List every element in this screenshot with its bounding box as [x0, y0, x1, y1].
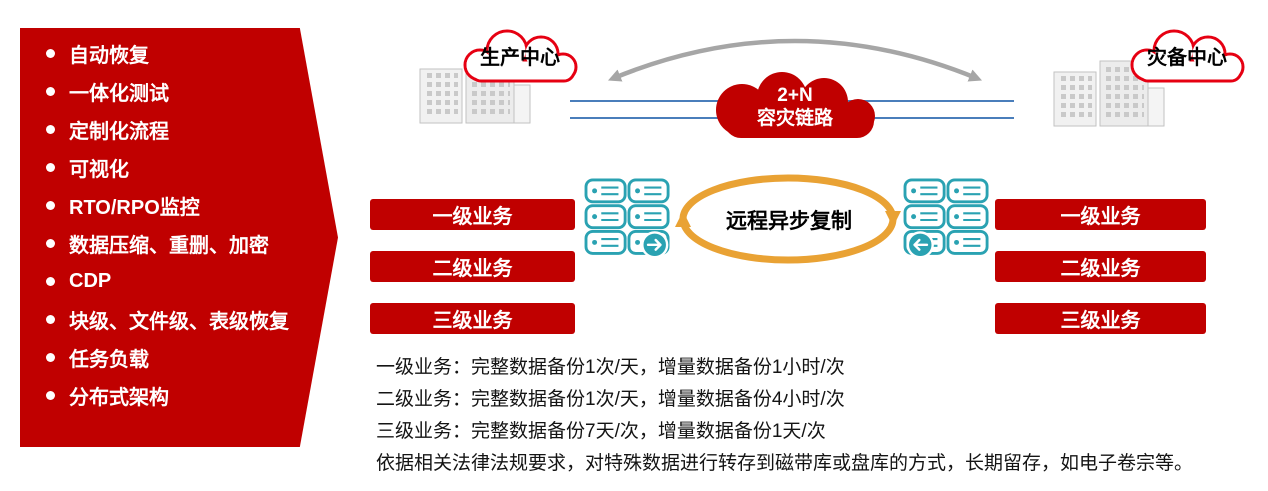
- disaster-site: 灾备中心: [1122, 24, 1252, 86]
- business-tier-chip-right-2: 二级业务: [995, 251, 1206, 282]
- bullet-icon: [46, 352, 55, 362]
- disaster-site-label: 灾备中心: [1147, 47, 1227, 69]
- feature-panel: 自动恢复 一体化测试 定制化流程 可视化 RTO/RPO监控 数据压缩、重删、加…: [20, 28, 338, 447]
- feature-item-label: RTO/RPO监控: [69, 196, 200, 219]
- feature-item-label: 数据压缩、重删、加密: [69, 234, 269, 257]
- bullet-icon: [46, 86, 55, 96]
- production-site-label: 生产中心: [480, 47, 560, 69]
- feature-item-label: CDP: [69, 269, 112, 292]
- server-stack-icon: [903, 178, 989, 259]
- business-tier-chip-left-2: 二级业务: [370, 251, 575, 282]
- feature-item: 可视化: [46, 148, 338, 186]
- business-tier-chip-left-3: 三级业务: [370, 303, 575, 334]
- cloud-icon: [463, 29, 578, 83]
- feature-item: 任务负载: [46, 338, 338, 376]
- bullet-icon: [46, 48, 55, 58]
- link-cloud-label: 2+N 容灾链路: [700, 70, 890, 144]
- bullet-icon: [46, 390, 55, 400]
- feature-item: 分布式架构: [46, 376, 338, 414]
- feature-item: 数据压缩、重删、加密: [46, 224, 338, 262]
- link-cloud-line2: 容灾链路: [756, 108, 833, 129]
- feature-item: RTO/RPO监控: [46, 186, 338, 224]
- bullet-icon: [46, 162, 55, 172]
- note-line: 三级业务：完整数据备份7天/次，增量数据备份1天/次: [376, 421, 826, 442]
- bullet-icon: [46, 238, 55, 248]
- server-stack-icon: [584, 178, 670, 259]
- bullet-icon: [46, 200, 55, 210]
- note-line: 一级业务：完整数据备份1次/天，增量数据备份1小时/次: [376, 357, 845, 378]
- business-tier-chip-left-1: 一级业务: [370, 199, 575, 230]
- feature-item: 一体化测试: [46, 72, 338, 110]
- feature-item-label: 自动恢复: [69, 44, 149, 67]
- cloud-icon: [1130, 29, 1245, 83]
- feature-item-label: 定制化流程: [69, 120, 169, 143]
- feature-item: 块级、文件级、表级恢复: [46, 300, 338, 338]
- note-line: 依据相关法律法规要求，对特殊数据进行转存到磁带库或盘库的方式，长期留存，如电子卷…: [376, 453, 1194, 474]
- business-tier-chip-right-1: 一级业务: [995, 199, 1206, 230]
- replication-label: 远程异步复制: [726, 210, 852, 233]
- feature-item-label: 分布式架构: [69, 386, 169, 409]
- business-tier-chip-right-3: 三级业务: [995, 303, 1206, 334]
- link-cloud: 2+N 容灾链路: [700, 70, 890, 144]
- bullet-icon: [46, 314, 55, 324]
- feature-item-label: 可视化: [69, 158, 129, 181]
- cycle-arrows-icon: [675, 174, 901, 264]
- curved-sync-arrow-icon: [607, 38, 983, 82]
- feature-item: 定制化流程: [46, 110, 338, 148]
- feature-item-label: 块级、文件级、表级恢复: [69, 310, 289, 333]
- production-site: 生产中心: [455, 24, 585, 86]
- bullet-icon: [46, 276, 55, 286]
- feature-item: CDP: [46, 262, 338, 300]
- bullet-icon: [46, 124, 55, 134]
- link-cloud-line1: 2+N: [777, 85, 813, 106]
- feature-item-label: 一体化测试: [69, 82, 169, 105]
- link-cloud-icon: [716, 72, 875, 138]
- feature-item-label: 任务负载: [69, 348, 149, 371]
- note-line: 二级业务：完整数据备份1次/天，增量数据备份4小时/次: [376, 389, 845, 410]
- backup-policy-notes: 一级业务：完整数据备份1次/天，增量数据备份1小时/次 二级业务：完整数据备份1…: [376, 352, 1193, 480]
- feature-item: 自动恢复: [46, 34, 338, 72]
